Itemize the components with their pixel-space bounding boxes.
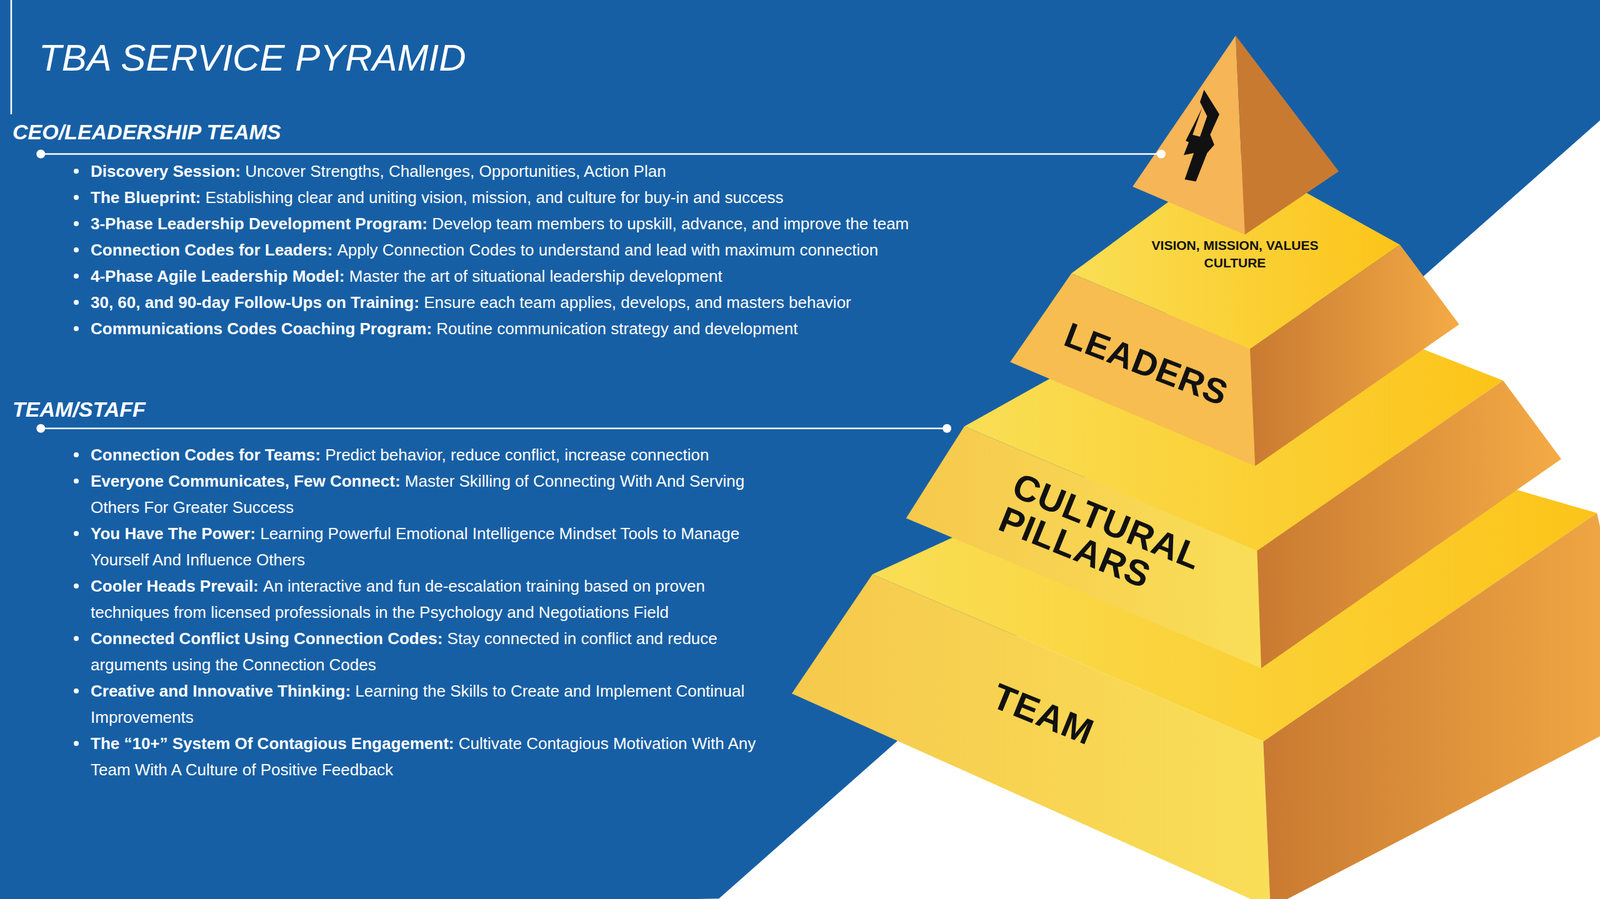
bullet-item: The “10+” System Of Contagious Engagemen… <box>90 730 782 784</box>
bullet-dot <box>73 478 79 484</box>
bullet-dot <box>73 300 79 305</box>
bullet-dot <box>73 168 79 174</box>
bullet-dot <box>73 531 79 537</box>
bullet-title: Everyone Communicates, Few Connect: <box>90 471 401 491</box>
bullet-title: Connection Codes for Teams: <box>90 445 321 465</box>
bullet-dot <box>73 247 79 253</box>
bullet-item: Everyone Communicates, Few Connect:Maste… <box>90 468 782 521</box>
bullet-item: Connection Codes for Teams:Predict behav… <box>90 441 782 469</box>
leader-dot <box>1156 150 1166 159</box>
bullet-dot <box>73 636 79 642</box>
bullet-dot <box>73 741 79 747</box>
apex-left-face <box>1132 35 1245 235</box>
bullet-title: 4-Phase Agile Leadership Model: <box>90 266 345 286</box>
pyramid-left-face <box>1010 273 1255 467</box>
bullet-text: Uncover Strengths, Challenges, Opportuni… <box>245 161 667 181</box>
bullet-dot <box>73 326 79 332</box>
pyramid-band: VISION, MISSION, VALUES CULTURE <box>1131 236 1339 273</box>
bullet-item: 4-Phase Agile Leadership Model:Master th… <box>90 263 957 290</box>
bullet-title: Discovery Session: <box>90 161 241 181</box>
bullet-item: Cooler Heads Prevail:An interactive and … <box>90 573 782 626</box>
bullet-title: Cooler Heads Prevail: <box>90 576 259 596</box>
bullet-item: The Blueprint:Establishing clear and uni… <box>90 184 957 211</box>
bullet-title: Connection Codes for Leaders: <box>90 240 333 260</box>
bullet-item: Connected Conflict Using Connection Code… <box>90 625 782 679</box>
bullet-text: Apply Connection Codes to understand and… <box>336 240 879 260</box>
bullet-dot <box>73 273 79 279</box>
bullet-title: 3-Phase Leadership Development Program: <box>90 214 428 234</box>
bullet-title: 30, 60, and 90-day Follow-Ups on Trainin… <box>90 293 420 312</box>
apex-right-face <box>1235 35 1339 235</box>
pyramid-right-face <box>1250 245 1460 467</box>
leader-dot <box>36 150 45 159</box>
bullet-text: Establishing clear and uniting vision, m… <box>205 188 784 207</box>
bullet-text: Master the art of situational leadership… <box>349 266 723 286</box>
title-rule <box>10 0 13 115</box>
bullet-title: The Blueprint: <box>90 188 201 207</box>
bullet-dot <box>73 221 79 227</box>
bullet-dot <box>73 688 79 694</box>
pyramid-left-face <box>906 426 1262 669</box>
bullet-item: You Have The Power:Learning Powerful Emo… <box>90 520 782 574</box>
bullet-text: Predict behavior, reduce conflict, incre… <box>325 445 709 465</box>
bullet-list: Connection Codes for Teams:Predict behav… <box>90 441 782 784</box>
bullet-item: 3-Phase Leadership Development Program:D… <box>90 210 957 237</box>
bullet-dot <box>73 452 79 458</box>
bullet-list: Discovery Session:Uncover Strengths, Cha… <box>90 158 957 342</box>
bullet-item: Communications Codes Coaching Program:Ro… <box>90 315 957 342</box>
bullet-text: Ensure each team applies, develops, and … <box>423 293 852 312</box>
bullet-title: Creative and Innovative Thinking: <box>90 681 351 701</box>
bullet-item: Discovery Session:Uncover Strengths, Cha… <box>90 158 957 185</box>
bullet-title: Connected Conflict Using Connection Code… <box>90 629 443 649</box>
logo-mark <box>1183 90 1220 182</box>
page-title: TBA SERVICE PYRAMID <box>38 36 467 80</box>
bullet-item: 30, 60, and 90-day Follow-Ups on Trainin… <box>90 289 957 316</box>
logo-mark <box>1185 108 1202 144</box>
band-label: VISION, MISSION, VALUES CULTURE <box>1131 236 1339 273</box>
section-heading: CEO/LEADERSHIP TEAMS <box>12 120 281 145</box>
leader-line <box>40 153 1162 155</box>
bullet-title: Communications Codes Coaching Program: <box>90 319 432 339</box>
section-heading: TEAM/STAFF <box>12 397 146 422</box>
bullet-title: You Have The Power: <box>90 524 256 544</box>
bullet-item: Connection Codes for Leaders:Apply Conne… <box>90 236 957 264</box>
leader-dot <box>36 424 45 434</box>
bullet-item: Creative and Innovative Thinking:Learnin… <box>90 678 782 731</box>
bullet-text: Develop team members to upskill, advance… <box>431 214 909 234</box>
bullet-title: The “10+” System Of Contagious Engagemen… <box>90 734 455 754</box>
leader-dot <box>942 424 952 434</box>
leader-line <box>40 427 947 430</box>
bullet-dot <box>73 583 79 589</box>
bullet-dot <box>73 195 79 200</box>
bullet-text: Routine communication strategy and devel… <box>436 319 798 339</box>
